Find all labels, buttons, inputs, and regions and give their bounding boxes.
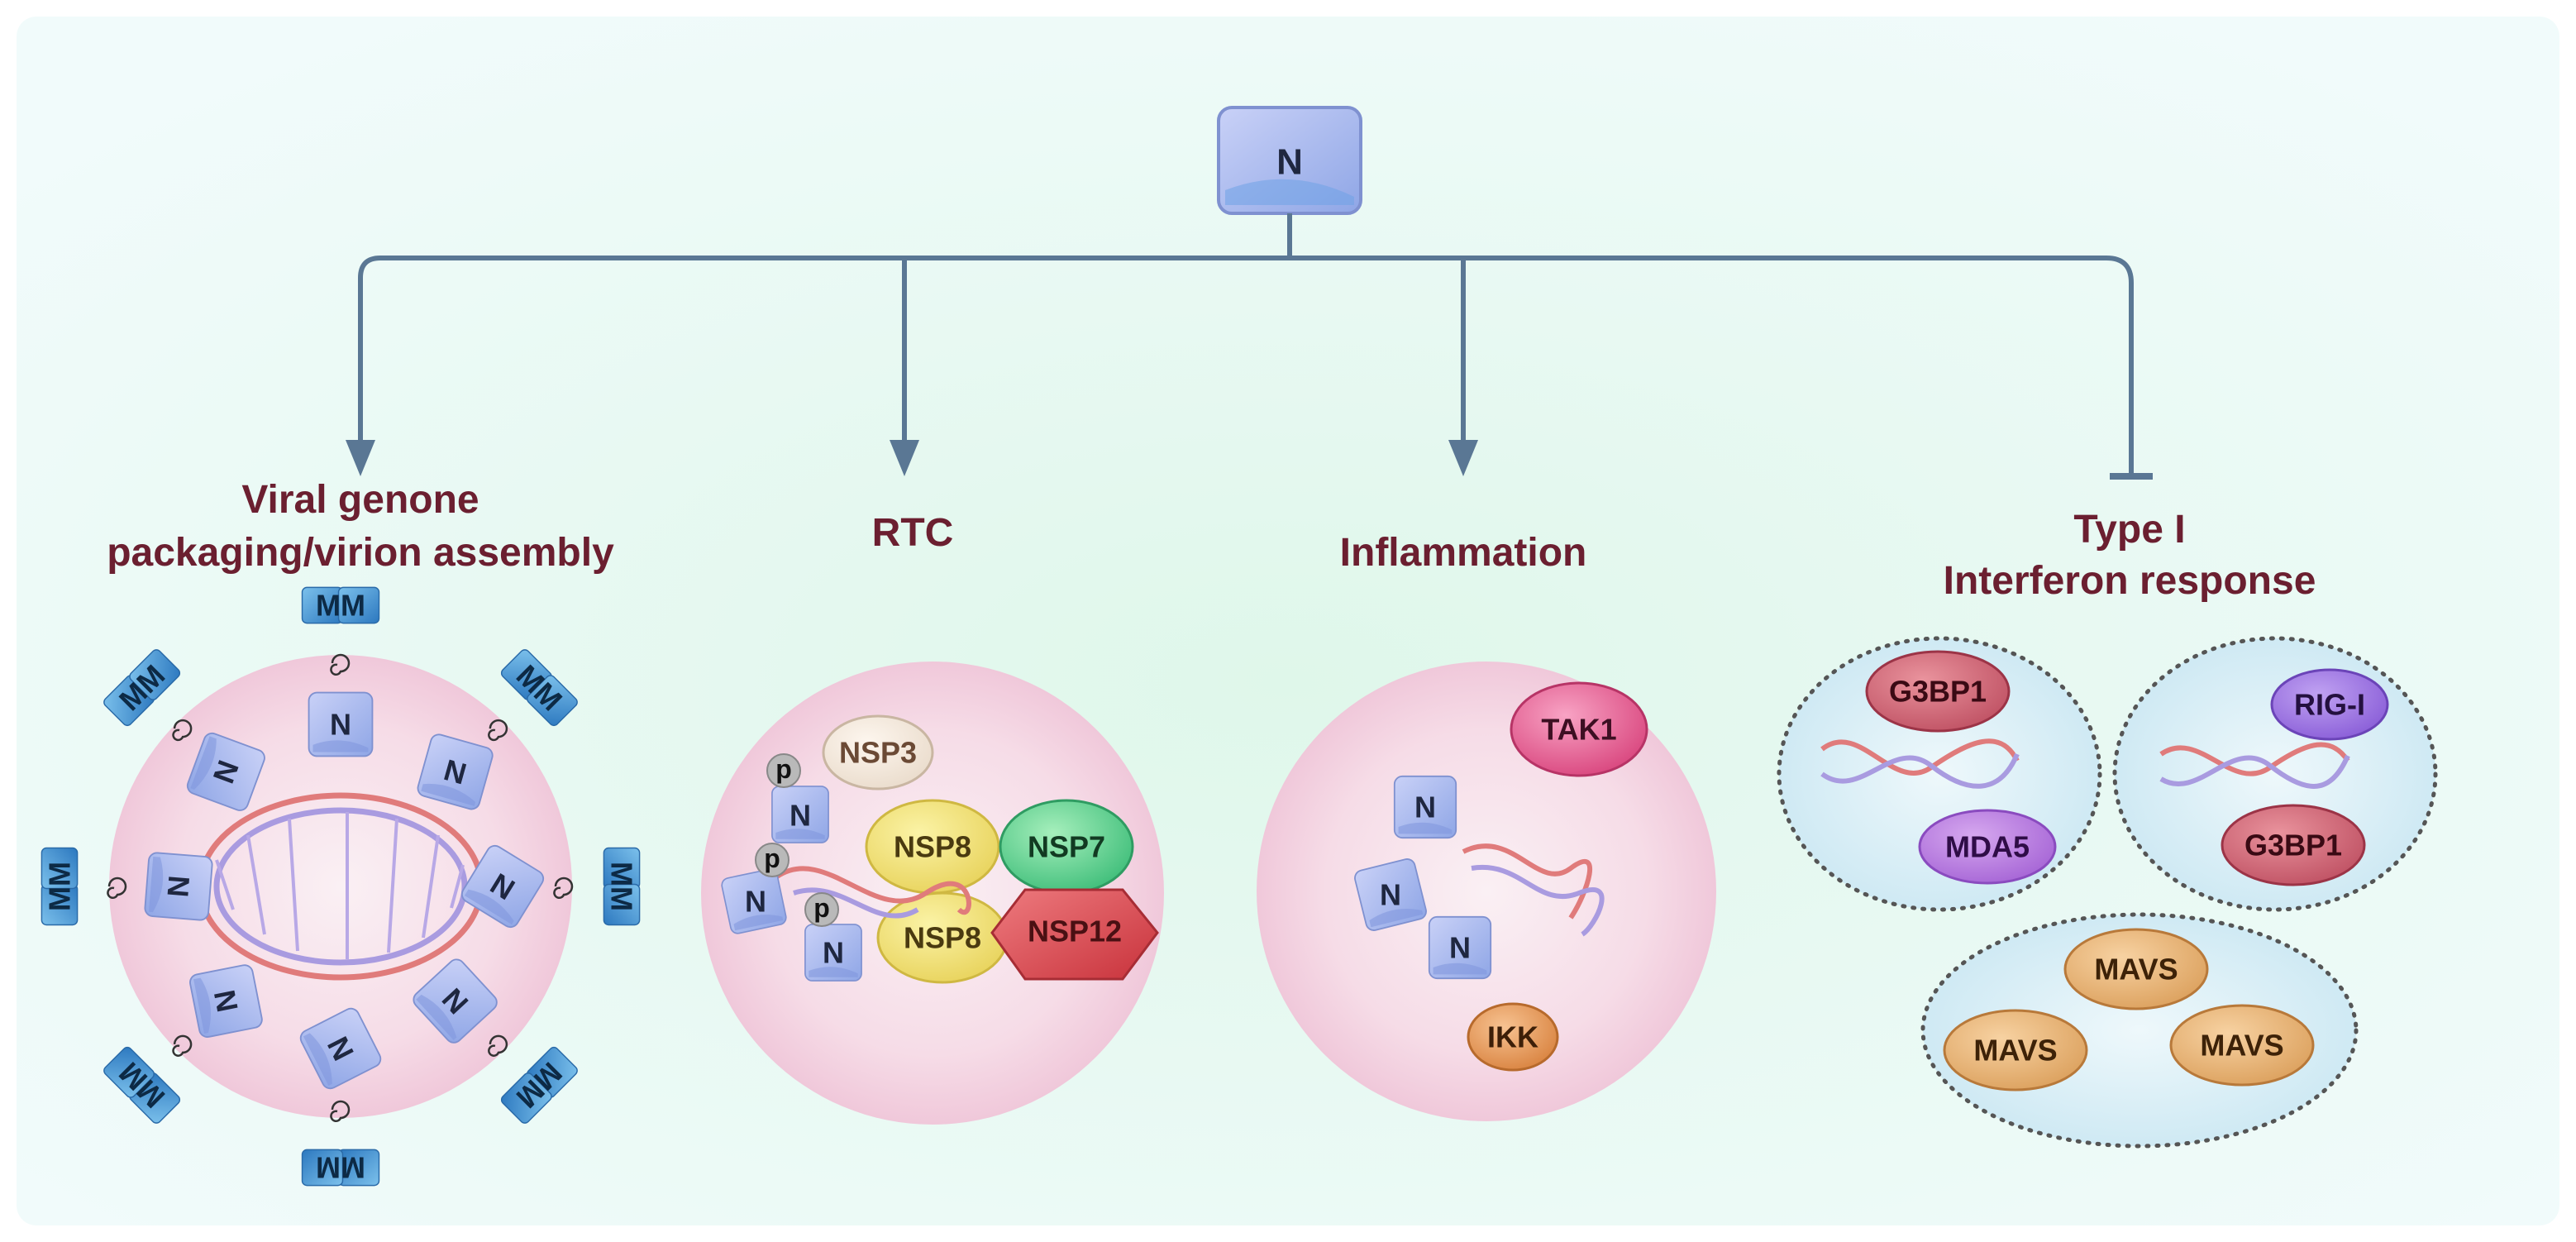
rtc-p-1-label: p xyxy=(775,754,792,784)
interferon-g3bp1-right-label: G3BP1 xyxy=(2244,829,2342,862)
packaging-n-box: N xyxy=(409,955,501,1047)
interferon-title-line-1: Type I xyxy=(2073,508,2185,552)
branch-titles: Viral genone packaging/virion assembly R… xyxy=(107,478,2316,603)
inhibition-bar-interferon xyxy=(2110,473,2153,480)
interferon-g3bp1-left xyxy=(1865,650,2011,733)
packaging-n-box: N xyxy=(297,1005,384,1092)
interferon-g3bp1-right xyxy=(2221,804,2366,886)
arrowhead-inflammation xyxy=(1448,440,1478,476)
rtc-p-2-label: p xyxy=(764,843,780,873)
interferon-mavs-left-label: MAVS xyxy=(1973,1034,2057,1068)
arrowhead-packaging xyxy=(346,440,375,476)
rtc-nsp3 xyxy=(822,714,934,791)
inflammation-tak1 xyxy=(1510,681,1648,777)
interferon-title-line-2: Interferon response xyxy=(1944,559,2316,603)
interferon-mavs-top-label: MAVS xyxy=(2094,953,2178,986)
inflammation-title: Inflammation xyxy=(1340,531,1587,575)
interferon-mavs-top xyxy=(2063,928,2209,1010)
rtc-rna xyxy=(775,866,971,915)
connector-crossbar xyxy=(358,256,2134,475)
packaging-m-dimer: MM xyxy=(301,1149,380,1187)
rtc-n-3-label: N xyxy=(823,936,844,970)
packaging-n-box: N xyxy=(458,842,547,931)
branch-connectors xyxy=(358,213,2134,475)
rtc-p-3-label: p xyxy=(813,893,830,923)
inflammation-ikk xyxy=(1467,1002,1559,1072)
packaging-n-box: N xyxy=(188,963,265,1039)
rtc-nsp8-bottom-label: NSP8 xyxy=(904,921,981,955)
packaging-m-dimer: MM xyxy=(41,847,79,926)
rtc-nsp12 xyxy=(990,888,1159,981)
arrowhead-rtc xyxy=(890,440,919,476)
packaging-n-label: N xyxy=(161,874,197,898)
packaging-n-label: N xyxy=(330,708,351,742)
rtc-title: RTC xyxy=(872,511,954,555)
rtc-n-1-label: N xyxy=(789,799,811,833)
inflammation-n-3-label: N xyxy=(1449,931,1471,965)
packaging-m-label: MM xyxy=(316,1151,365,1185)
interferon-mda5 xyxy=(1918,809,2057,885)
interferon-mavs-left xyxy=(1943,1009,2088,1092)
rtc-nsp7-label: NSP7 xyxy=(1028,830,1105,864)
rtc-phospho-1 xyxy=(766,753,801,788)
interferon-panel: G3BP1 MDA5 RIG-I G3BP1 MAVS MAVS MAVS xyxy=(1777,636,2438,1149)
packaging-m-label: MM xyxy=(316,589,365,623)
packaging-m-label: MM xyxy=(605,862,639,911)
inflammation-ikk-label: IKK xyxy=(1487,1020,1538,1054)
rtc-n-2-label: N xyxy=(745,885,766,919)
packaging-n-box: N xyxy=(308,691,374,757)
interferon-mavs-right-label: MAVS xyxy=(2200,1029,2283,1063)
inflammation-tak1-label: TAK1 xyxy=(1541,713,1616,747)
interferon-rig-i-label: RIG-I xyxy=(2294,688,2365,722)
packaging-m-label: MM xyxy=(43,862,77,911)
rtc-nsp3-label: NSP3 xyxy=(839,736,917,770)
packaging-title-line-1: Viral genone xyxy=(241,478,479,522)
packaging-n-box: N xyxy=(184,730,268,814)
interferon-g3bp1-left-label: G3BP1 xyxy=(1889,675,1987,709)
interferon-rig-i xyxy=(2270,668,2389,741)
top-n-label: N xyxy=(1276,142,1303,183)
interferon-rna-right xyxy=(2159,742,2350,789)
top-n-node: N xyxy=(1217,106,1362,215)
inflammation-cell xyxy=(1257,662,1716,1121)
packaging-m-dimer: MM xyxy=(603,847,641,926)
background-panel xyxy=(17,17,2559,1225)
packaging-n-box: N xyxy=(143,851,214,922)
rtc-nsp8-top-label: NSP8 xyxy=(894,830,971,864)
inflammation-n-2-label: N xyxy=(1380,878,1401,912)
rtc-phospho-3 xyxy=(804,892,839,927)
rtc-nsp12-label: NSP12 xyxy=(1028,915,1122,948)
packaging-title-line-2: packaging/virion assembly xyxy=(107,531,614,575)
interferon-rna-left xyxy=(1820,738,2020,789)
packaging-m-dimer: MM xyxy=(301,586,380,624)
rtc-phospho-2 xyxy=(755,843,789,877)
interferon-mda5-label: MDA5 xyxy=(1945,830,2030,864)
rtc-panel: NSP3 NSP8 NSP7 NSP8 NSP12 N N N p p p xyxy=(701,662,1164,1125)
packaging-n-box: N xyxy=(415,732,495,812)
inflammation-n-1-label: N xyxy=(1414,791,1436,824)
interferon-mavs-right xyxy=(2169,1004,2315,1087)
inflammation-panel: TAK1 IKK N N N xyxy=(1257,662,1716,1121)
